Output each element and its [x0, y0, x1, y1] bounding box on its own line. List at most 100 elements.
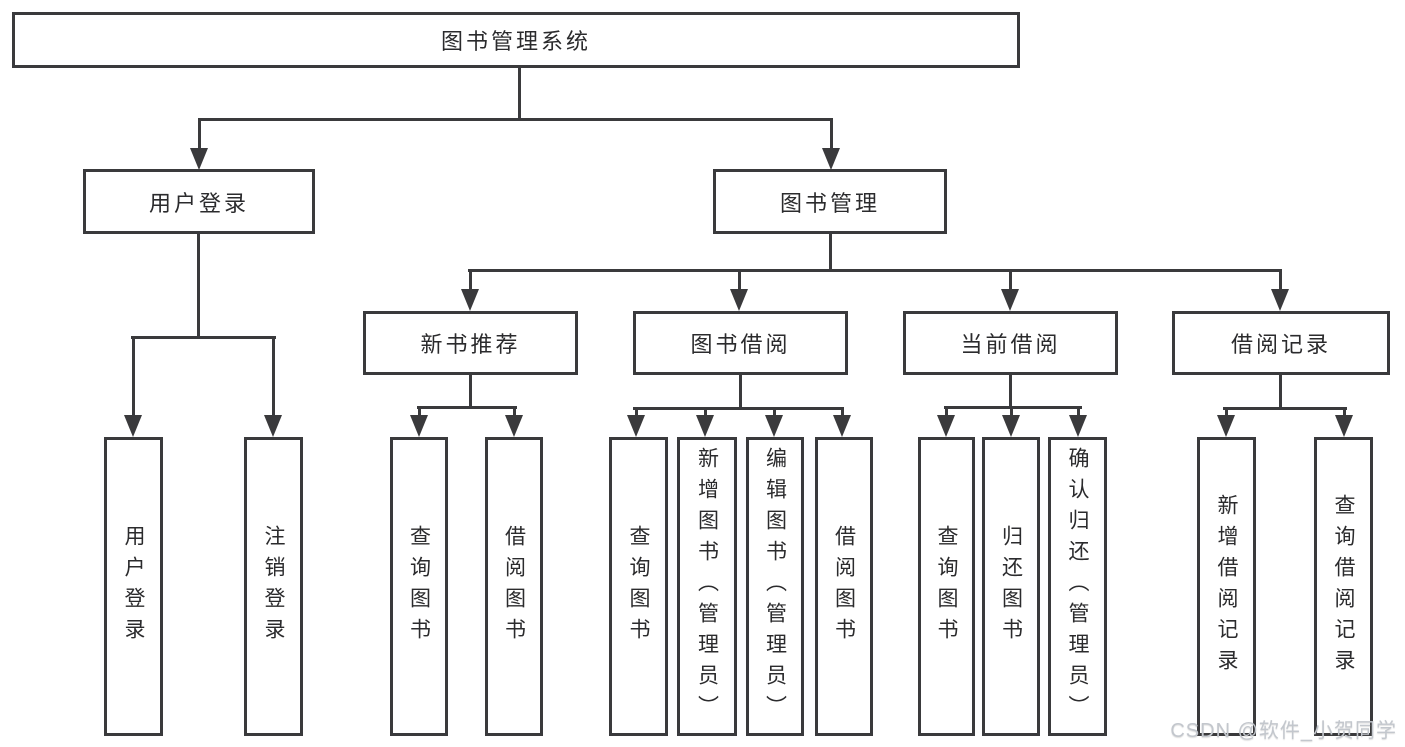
arrow-shaft — [1342, 409, 1346, 417]
leaf-edit-books-admin: 编辑图书（管理员） — [746, 437, 804, 736]
arrow-to-book-management — [821, 120, 841, 170]
arrow-head-icon — [765, 415, 783, 437]
arrow-to-leaf — [409, 408, 429, 437]
connector-borrowing-stem — [739, 373, 742, 410]
arrow-head-icon — [822, 148, 840, 170]
arrow-shaft — [1076, 408, 1080, 417]
arrow-to-borrowing-records — [1270, 271, 1290, 311]
node-root: 图书管理系统 — [12, 12, 1020, 68]
leaf-label: 归还图书 — [999, 524, 1023, 649]
arrow-head-icon — [461, 289, 479, 311]
node-borrowing-records: 借阅记录 — [1172, 311, 1390, 375]
leaf-label: 新增图书（管理员） — [695, 447, 719, 726]
arrow-to-current-borrowing — [1000, 271, 1020, 311]
leaf-user-login: 用户登录 — [104, 437, 163, 736]
arrow-shaft — [271, 338, 275, 417]
node-label: 图书借阅 — [690, 332, 791, 357]
arrow-head-icon — [696, 415, 714, 437]
arrow-shaft — [829, 120, 833, 150]
arrow-shaft — [1008, 271, 1012, 291]
arrow-to-leaf — [936, 408, 956, 437]
arrow-head-icon — [833, 415, 851, 437]
connector-root-hline — [198, 118, 833, 121]
leaf-label: 查询图书 — [935, 524, 958, 649]
leaf-query-borrow-record: 查询借阅记录 — [1314, 437, 1373, 736]
connector-current-stem — [1009, 373, 1012, 408]
node-user-login: 用户登录 — [83, 169, 315, 234]
arrow-to-new-book-recommendation — [460, 271, 480, 311]
arrow-shaft — [468, 271, 472, 291]
arrow-shaft — [197, 120, 201, 150]
connector-borrowing-hline — [633, 407, 844, 410]
leaf-label: 用户登录 — [122, 524, 145, 649]
arrow-to-book-borrowing — [729, 271, 749, 311]
leaf-borrow-books-recommendation: 借阅图书 — [485, 437, 543, 736]
arrow-to-leaf — [1068, 408, 1088, 437]
arrow-to-leaf — [626, 409, 646, 437]
arrow-to-user-login — [189, 120, 209, 170]
leaf-add-borrow-record: 新增借阅记录 — [1197, 437, 1256, 736]
arrow-to-leaf — [832, 409, 852, 437]
leaf-label: 新增借阅记录 — [1215, 493, 1238, 680]
leaf-query-books-current: 查询图书 — [918, 437, 975, 736]
node-new-book-recommendation: 新书推荐 — [363, 311, 578, 375]
arrow-shaft — [1009, 408, 1013, 417]
arrow-shaft — [131, 338, 135, 417]
arrow-head-icon — [627, 415, 645, 437]
arrow-shaft — [417, 408, 421, 417]
node-book-management: 图书管理 — [713, 169, 947, 234]
arrow-to-leaf — [504, 408, 524, 437]
leaf-query-books-borrowing: 查询图书 — [609, 437, 668, 736]
arrow-to-leaf — [1001, 408, 1021, 437]
connector-recommendation-hline — [417, 406, 517, 409]
arrow-shaft — [1278, 271, 1282, 291]
arrow-head-icon — [410, 415, 428, 437]
csdn-watermark: CSDN @软件_小贺同学 — [1170, 720, 1397, 742]
connector-user-login-stem — [197, 232, 200, 338]
connector-records-hline — [1223, 407, 1347, 410]
arrow-to-leaf — [695, 409, 715, 437]
arrow-head-icon — [124, 415, 142, 437]
leaf-label: 查询借阅记录 — [1332, 493, 1355, 680]
arrow-shaft — [703, 409, 707, 417]
leaf-label: 编辑图书（管理员） — [763, 447, 787, 726]
node-label: 图书管理 — [779, 190, 880, 216]
arrow-head-icon — [730, 289, 748, 311]
connector-book-management-hline — [468, 269, 1282, 272]
leaf-label: 注销登录 — [262, 524, 285, 649]
leaf-label: 查询图书 — [627, 524, 650, 649]
node-current-borrowing: 当前借阅 — [903, 311, 1118, 375]
arrow-head-icon — [1271, 289, 1289, 311]
connector-user-login-hline — [131, 336, 276, 339]
leaf-add-books-admin: 新增图书（管理员） — [677, 437, 737, 736]
leaf-return-books: 归还图书 — [982, 437, 1040, 736]
leaf-label: 借阅图书 — [502, 524, 526, 649]
node-label: 新书推荐 — [420, 332, 521, 357]
node-label: 用户登录 — [148, 190, 249, 216]
arrow-head-icon — [505, 415, 523, 437]
leaf-borrow-books-borrowing: 借阅图书 — [815, 437, 873, 736]
arrow-shaft — [512, 408, 516, 417]
leaf-label: 确认归还（管理员） — [1066, 447, 1089, 726]
connector-book-management-stem — [829, 232, 832, 271]
leaf-query-books-recommendation: 查询图书 — [390, 437, 448, 736]
arrow-shaft — [737, 271, 741, 291]
node-label: 借阅记录 — [1230, 332, 1331, 357]
connector-root-stem — [518, 66, 521, 120]
arrow-to-leaf-user-login — [123, 338, 143, 437]
connector-records-stem — [1279, 373, 1282, 410]
arrow-head-icon — [1069, 415, 1087, 437]
leaf-label: 查询图书 — [407, 524, 431, 649]
arrow-to-leaf — [764, 409, 784, 437]
arrow-to-leaf — [1334, 409, 1354, 437]
node-book-borrowing: 图书借阅 — [633, 311, 848, 375]
arrow-shaft — [772, 409, 776, 417]
arrow-head-icon — [264, 415, 282, 437]
node-root-label: 图书管理系统 — [440, 29, 591, 54]
connector-current-hline — [944, 406, 1082, 409]
arrow-head-icon — [1002, 415, 1020, 437]
node-label: 当前借阅 — [960, 332, 1061, 357]
arrow-shaft — [840, 409, 844, 417]
arrow-to-leaf-logout — [263, 338, 283, 437]
